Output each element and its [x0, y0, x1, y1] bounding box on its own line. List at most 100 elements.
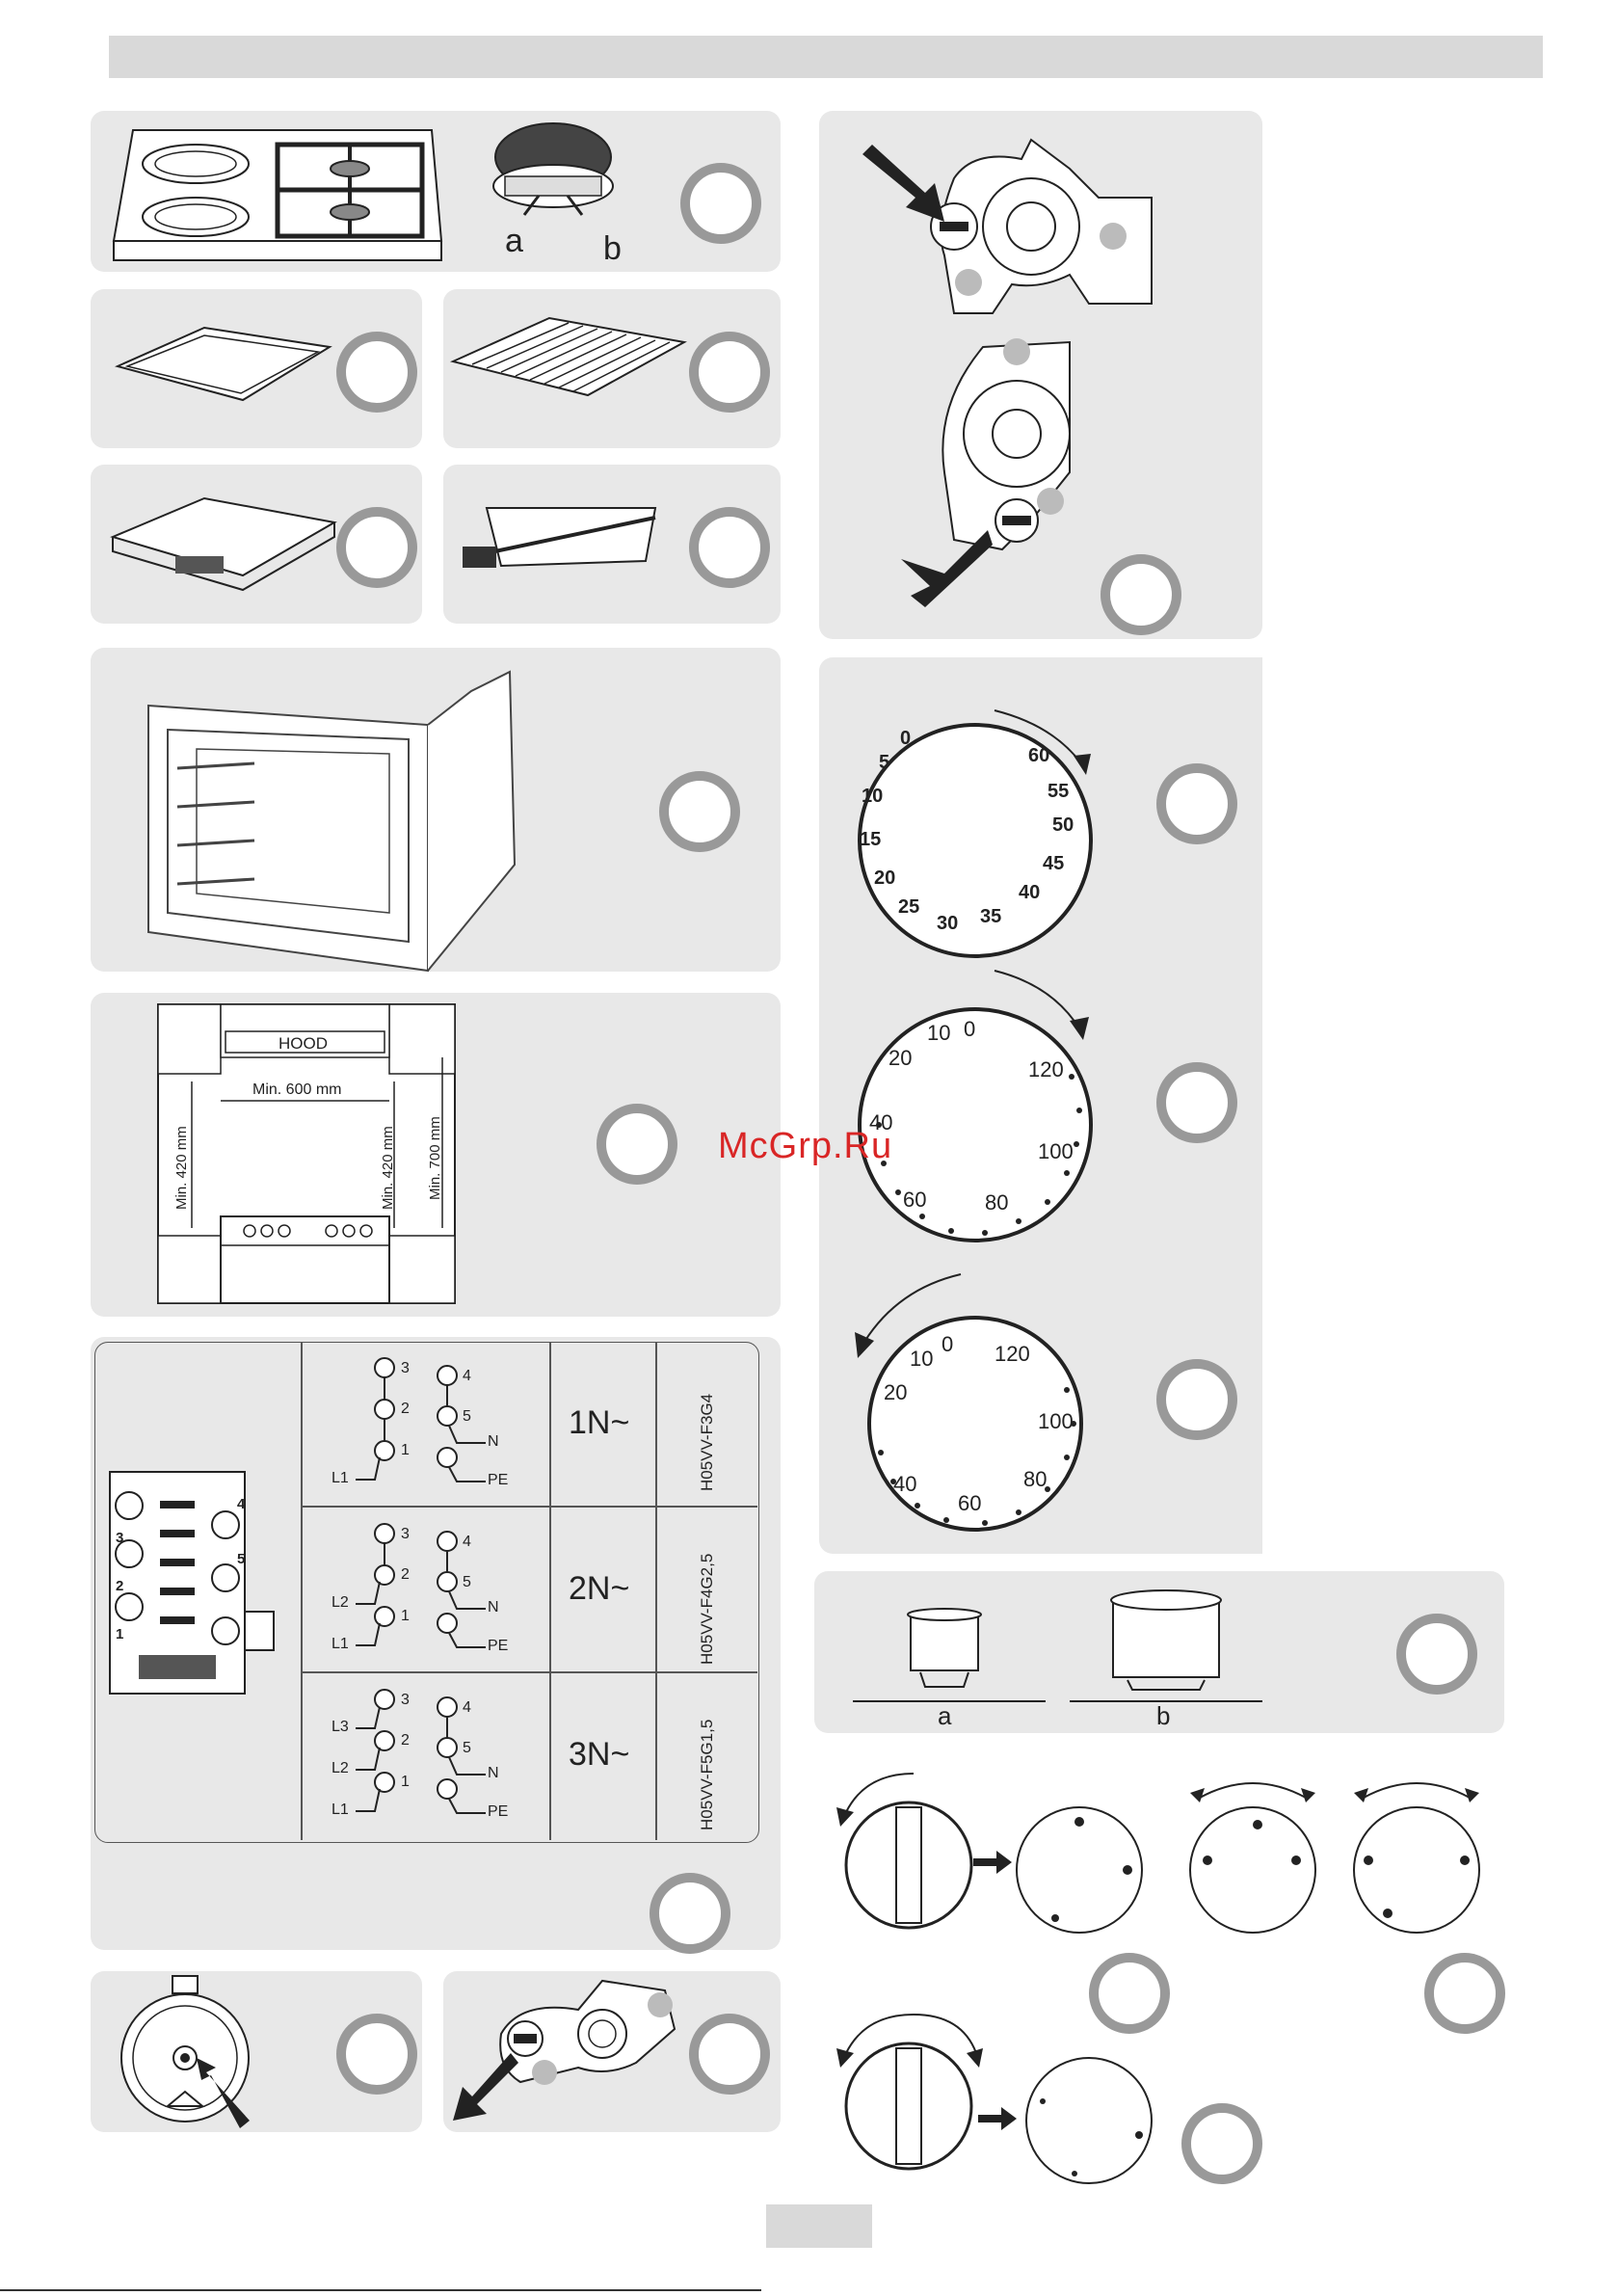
timer-dial-60: 60: [1028, 745, 1049, 766]
row2-cable: H05VV-F4G2,5: [698, 1554, 717, 1665]
block-number-4: 4: [237, 1496, 245, 1512]
timer-dial-15: 15: [860, 829, 881, 850]
row2-term-2: 2: [401, 1566, 410, 1584]
timer-dial-20: 20: [874, 868, 895, 889]
thermostat1-100: 100: [1038, 1139, 1074, 1163]
block-number-5: 5: [237, 1551, 245, 1567]
page-number-box: [766, 2204, 872, 2248]
thermostat2-40: 40: [893, 1472, 916, 1496]
thermostat1-60: 60: [903, 1188, 926, 1212]
row3-line-l2: L2: [332, 1760, 349, 1777]
pot-label-a: a: [938, 1701, 951, 1731]
burner-label-a: a: [505, 223, 523, 260]
bypass-screw-panel: [443, 1971, 781, 2132]
figure-marker: [689, 2014, 770, 2095]
grill-rack-illustration: [443, 308, 694, 424]
row3-phase: 3N~: [569, 1736, 629, 1774]
block-number-1: 1: [116, 1626, 123, 1642]
knob-diagram-2: [827, 1995, 981, 2178]
row3-term-1: 1: [401, 1774, 410, 1791]
burner-label-b: b: [603, 230, 622, 268]
divider: [301, 1506, 757, 1508]
arrow-right-icon: [978, 2107, 1017, 2130]
thermostat-dial-2: 0 10 20 40 60 80 100 120: [850, 1298, 1101, 1549]
block-number-2: 2: [116, 1578, 123, 1594]
divider: [655, 1343, 657, 1840]
timer-dial-10: 10: [862, 786, 883, 807]
row1-term-4: 4: [463, 1368, 471, 1385]
row2-term-1: 1: [401, 1608, 410, 1625]
row3-pe: PE: [488, 1803, 508, 1821]
knob-position-diagram-1: [1012, 1802, 1147, 1937]
hob-panel: a b: [91, 111, 781, 272]
figure-marker: [1396, 1614, 1477, 1695]
knob-position-diagram-4: [1021, 2053, 1156, 2188]
hob-illustration: [104, 120, 451, 265]
divider: [301, 1343, 303, 1840]
row2-term-5: 5: [463, 1574, 471, 1591]
oven-cavity-panel: [91, 648, 781, 972]
rack-panel: [443, 289, 781, 448]
block-number-3: 3: [116, 1530, 123, 1546]
thermostat1-10: 10: [927, 1021, 950, 1045]
figure-marker: [597, 1104, 677, 1185]
figure-marker: [1156, 1359, 1237, 1440]
pots-panel: a b: [814, 1571, 1504, 1733]
wiring-diagram-row-2: [322, 1512, 515, 1667]
thermostat1-20: 20: [889, 1046, 912, 1070]
row1-cable: H05VV-F3G4: [698, 1394, 717, 1491]
thermostat1-0: 0: [964, 1017, 975, 1041]
rotisserie-illustration: [463, 489, 675, 595]
tray-panel: [91, 289, 422, 448]
row3-term-5: 5: [463, 1740, 471, 1757]
timer-dial-0: 0: [900, 728, 911, 749]
header-bar: [109, 36, 1543, 78]
thermostat2-20: 20: [884, 1380, 907, 1404]
row3-n: N: [488, 1765, 499, 1782]
timer-dial-5: 5: [879, 752, 889, 773]
installation-panel: HOOD Min. 600 mm Min. 420 mm Min. 420 mm…: [91, 993, 781, 1317]
row1-term-1: 1: [401, 1442, 410, 1459]
figure-marker: [1156, 763, 1237, 844]
wiring-panel: 4 3 5 2 1 3 2 1 4 5 L1 N PE 1N~ H05VV-F3…: [91, 1337, 781, 1950]
min-420-right-label: Min. 420 mm: [380, 1126, 396, 1210]
row2-line-l1: L1: [332, 1636, 349, 1653]
row2-phase: 2N~: [569, 1570, 629, 1608]
arrow-right-icon: [973, 1851, 1012, 1874]
wiring-diagram-row-3: [322, 1678, 515, 1832]
row3-line-l3: L3: [332, 1719, 349, 1736]
figure-marker: [1424, 1953, 1505, 2034]
row1-term-3: 3: [401, 1360, 410, 1377]
divider: [301, 1671, 757, 1673]
thermostat2-60: 60: [958, 1491, 981, 1515]
figure-marker: [659, 771, 740, 852]
thermostat2-120: 120: [995, 1342, 1030, 1366]
drip-pan-illustration: [98, 479, 349, 604]
timer-dial-45: 45: [1043, 853, 1064, 874]
thermostat2-10: 10: [910, 1347, 933, 1371]
pot-label-b: b: [1156, 1701, 1170, 1731]
row3-term-2: 2: [401, 1732, 410, 1749]
timer-dial-35: 35: [980, 906, 1001, 927]
row1-line-l1: L1: [332, 1470, 349, 1487]
figure-marker: [336, 507, 417, 588]
thermostat2-0: 0: [942, 1332, 953, 1356]
timer-dial-40: 40: [1019, 882, 1040, 903]
figure-marker: [336, 2014, 417, 2095]
injector-illustration: [115, 1976, 288, 2130]
row3-term-3: 3: [401, 1692, 410, 1709]
figure-marker: [1181, 2103, 1262, 2184]
row2-n: N: [488, 1599, 499, 1616]
divider: [549, 1343, 551, 1840]
timer-dial-25: 25: [898, 896, 919, 918]
row1-pe: PE: [488, 1472, 508, 1489]
timer-dial-50: 50: [1052, 814, 1074, 836]
tap-screw-panel: [819, 111, 1262, 639]
knob-position-diagram-3: [1344, 1769, 1489, 1933]
tap-screw-illustration-top: [848, 120, 1156, 323]
hood-label: HOOD: [279, 1034, 328, 1054]
watermark-text: McGrp.Ru: [718, 1126, 892, 1167]
injector-panel: [91, 1971, 422, 2132]
min-420-left-label: Min. 420 mm: [173, 1126, 190, 1210]
figure-marker: [689, 507, 770, 588]
